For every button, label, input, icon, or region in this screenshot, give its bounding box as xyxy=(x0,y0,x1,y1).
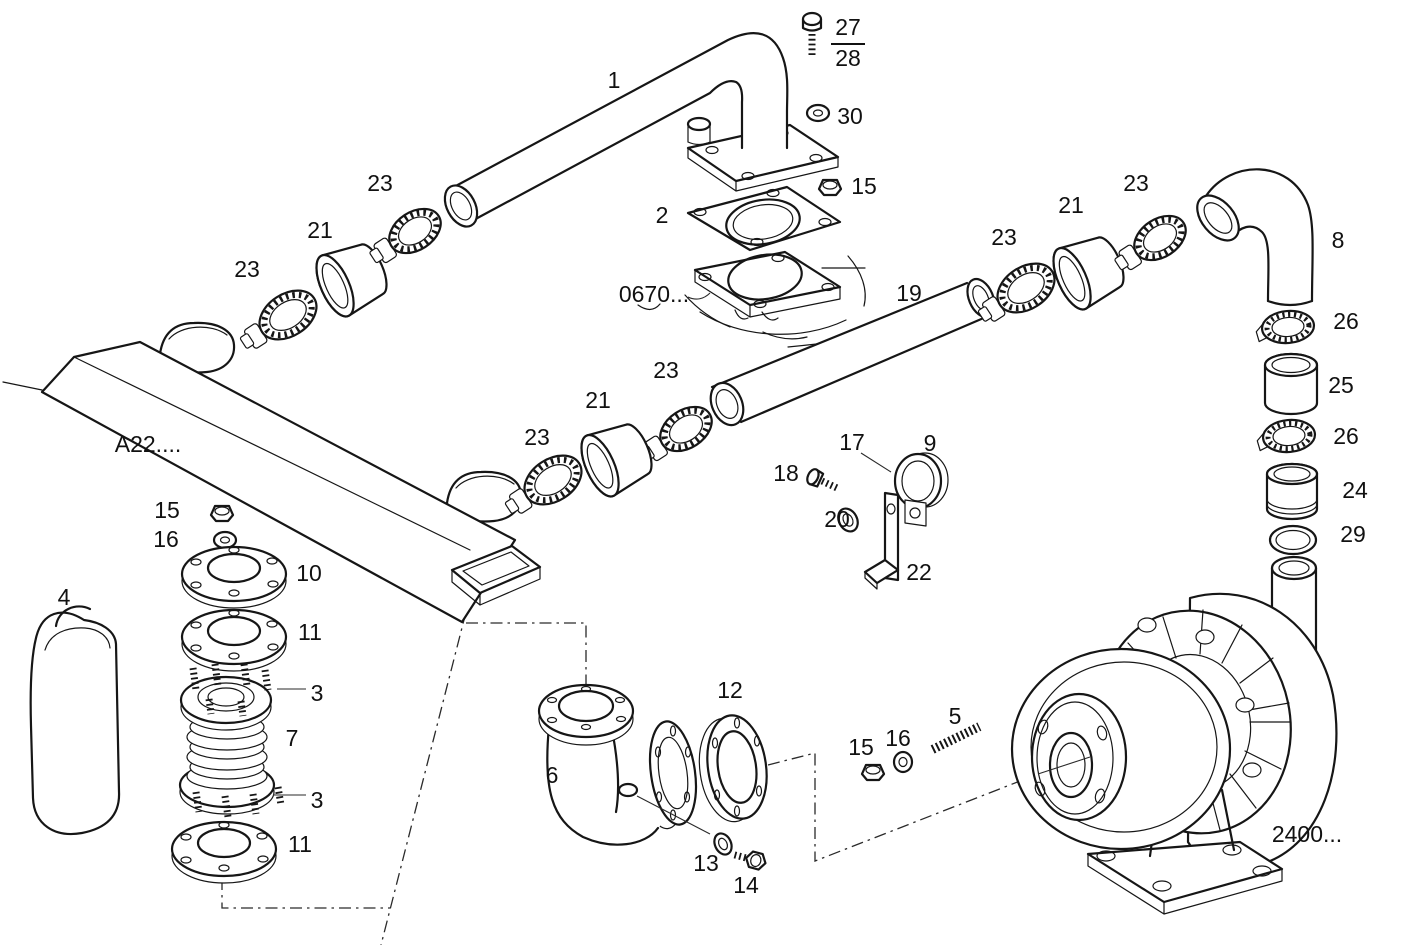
part-bracket-22 xyxy=(863,491,900,590)
part-studs-3-upper xyxy=(189,663,272,717)
callout-10[interactable]: 10 xyxy=(296,560,322,586)
part-washer-16-left xyxy=(212,530,238,550)
leader-boss-13 xyxy=(636,795,711,835)
callout-29[interactable]: 29 xyxy=(1340,521,1366,547)
callout-22[interactable]: 22 xyxy=(906,559,932,585)
callout-8[interactable]: 8 xyxy=(1332,227,1345,253)
callout-23[interactable]: 23 xyxy=(653,357,679,383)
part-gasket-11-lower xyxy=(170,820,278,884)
part-clamp-23 xyxy=(369,207,442,264)
callout-16[interactable]: 16 xyxy=(153,526,179,552)
callout-23[interactable]: 23 xyxy=(1123,170,1149,196)
callout-16[interactable]: 16 xyxy=(885,725,911,751)
callout-4[interactable]: 4 xyxy=(58,584,71,610)
callout-11[interactable]: 11 xyxy=(298,619,322,645)
callout-25[interactable]: 25 xyxy=(1328,372,1354,398)
callout-21[interactable]: 21 xyxy=(307,217,333,243)
ref-label-a22[interactable]: A22.... xyxy=(115,431,181,457)
part-turbocharger-2400 xyxy=(1010,555,1338,915)
part-clamp-23 xyxy=(977,262,1056,322)
callout-15[interactable]: 15 xyxy=(154,497,180,523)
callout-1[interactable]: 1 xyxy=(608,67,621,93)
part-studs-3-lower xyxy=(192,786,285,818)
callout-13[interactable]: 13 xyxy=(693,850,719,876)
part-gasket-11-upper xyxy=(180,608,288,672)
leader-17 xyxy=(860,452,892,473)
part-sleeve-21 xyxy=(315,243,388,318)
ref-label-0670[interactable]: 0670... xyxy=(619,281,689,307)
part-clamp-23 xyxy=(239,289,318,349)
part-gasket-2 xyxy=(686,185,842,252)
callout-3[interactable]: 3 xyxy=(311,787,324,813)
part-sleeve-24 xyxy=(1265,462,1319,521)
part-nut-15-top xyxy=(817,178,843,197)
ref-label-2400[interactable]: 2400... xyxy=(1272,821,1342,847)
part-nut-15-right xyxy=(860,763,886,782)
leader-turbo-hub xyxy=(1037,756,1091,775)
part-clamp-23 xyxy=(504,454,583,514)
part-heat-shield xyxy=(29,605,121,836)
part-washer-13 xyxy=(713,832,733,856)
turbine-flange-bolts xyxy=(1137,617,1262,778)
callout-labels: 1 27 28 30 15 2 23 21 23 19 23 21 23 8 2… xyxy=(58,14,1368,898)
callout-26[interactable]: 26 xyxy=(1333,423,1359,449)
part-washer-16-right xyxy=(892,750,914,774)
callout-17[interactable]: 17 xyxy=(839,429,865,455)
leader-0670 xyxy=(687,292,711,300)
part-stud-5 xyxy=(930,722,982,754)
part-bolt-14 xyxy=(733,850,767,871)
callout-23[interactable]: 23 xyxy=(234,256,260,282)
part-elbow-hose-8 xyxy=(1196,168,1314,307)
callout-5[interactable]: 5 xyxy=(949,703,962,729)
part-bellows-7 xyxy=(178,675,276,815)
callout-24[interactable]: 24 xyxy=(1342,477,1368,503)
callout-30[interactable]: 30 xyxy=(837,103,863,129)
part-nut-15-left xyxy=(209,504,235,523)
part-seal-ring-29 xyxy=(1268,524,1318,556)
part-sleeve-25 xyxy=(1263,352,1319,416)
part-gasket-12 xyxy=(698,714,768,823)
callout-19[interactable]: 19 xyxy=(896,280,922,306)
part-washer-30 xyxy=(805,103,831,123)
callout-23[interactable]: 23 xyxy=(991,224,1017,250)
reference-labels: A22.... 0670... 2400... xyxy=(115,281,1342,847)
callout-23[interactable]: 23 xyxy=(524,424,550,450)
part-pipe-19 xyxy=(709,277,996,427)
callout-18[interactable]: 18 xyxy=(773,460,799,486)
callout-27[interactable]: 27 xyxy=(835,14,861,40)
callout-11[interactable]: 11 xyxy=(288,831,312,857)
callout-7[interactable]: 7 xyxy=(286,725,299,751)
part-sleeve-21 xyxy=(1052,236,1125,311)
part-clamp-26-lower xyxy=(1256,418,1317,454)
callout-20[interactable]: 20 xyxy=(824,506,850,532)
callout-28[interactable]: 28 xyxy=(835,45,861,71)
part-washer-20 xyxy=(837,507,859,533)
part-clamp-9 xyxy=(893,452,949,527)
part-bolt-27-28 xyxy=(801,11,823,55)
callout-12[interactable]: 12 xyxy=(717,677,743,703)
callout-6[interactable]: 6 xyxy=(546,762,559,788)
part-pipe-1 xyxy=(443,32,840,228)
callout-14[interactable]: 14 xyxy=(733,872,759,898)
part-elbow-6 xyxy=(537,683,711,846)
part-mount-flange-0670 xyxy=(693,250,842,321)
callout-15[interactable]: 15 xyxy=(848,734,874,760)
part-clamp-23 xyxy=(1114,214,1187,271)
callout-2[interactable]: 2 xyxy=(656,202,669,228)
callout-9[interactable]: 9 xyxy=(924,430,937,456)
part-clamp-26-upper xyxy=(1255,309,1316,345)
alignment-lines xyxy=(221,611,1039,945)
part-bolt-18 xyxy=(806,468,839,492)
part-sleeve-21 xyxy=(580,423,653,498)
callout-26[interactable]: 26 xyxy=(1333,308,1359,334)
part-flange-10 xyxy=(180,545,288,609)
callout-3[interactable]: 3 xyxy=(311,680,324,706)
callout-15[interactable]: 15 xyxy=(851,173,877,199)
callout-23[interactable]: 23 xyxy=(367,170,393,196)
callout-21[interactable]: 21 xyxy=(585,387,611,413)
callout-21[interactable]: 21 xyxy=(1058,192,1084,218)
